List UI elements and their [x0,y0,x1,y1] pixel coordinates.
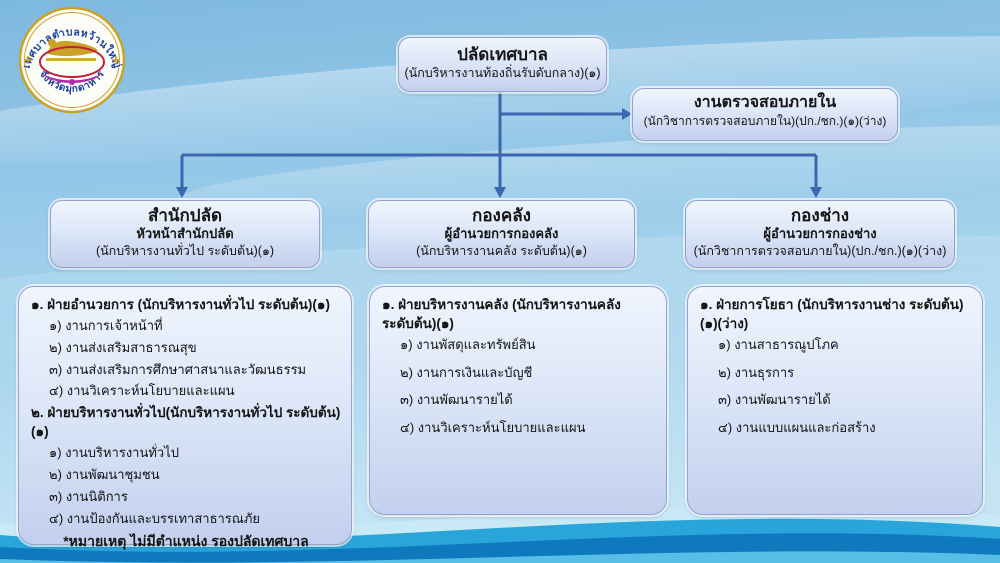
work-list: ๑) งานสาธารณูปโภค๒) งานธุรการ๓) งานพัฒนา… [700,336,972,438]
dept-node-office-of-clerk: สำนักปลัด หัวหน้าสำนักปลัด (นักบริหารงาน… [50,200,320,268]
node-position: (นักวิชาการตรวจสอบภายใน)(ปก./ชก.)(๑)(ว่า… [643,114,887,128]
node-position: (นักบริหารงานท้องถิ่นรับดับกลาง)(๑) [404,66,601,81]
work-list: ๑) งานการเจ้าหน้าที่๒) งานส่งเสริมสาธารณ… [31,317,341,404]
work-list-item: ๒) งานการเงินและบัญชี [400,364,533,380]
seal-red-ring [39,46,105,78]
dept-position: (นักบริหารงานคลัง ระดับต้น)(๑) [416,244,587,259]
work-list: ๑) งานบริหารงานทั่วไป๒) งานพัฒนาชุมชน๓) … [31,444,341,531]
section-heading: ๑. ฝ่ายบริหารงานคลัง (นักบริหารงานคลัง ร… [382,297,621,331]
work-list-item: ๔) งานวิเคราะห์นโยบายและแผน [49,383,235,399]
dept-title: สำนักปลัด [147,206,223,225]
dept-detail-finance-division: ๑. ฝ่ายบริหารงานคลัง (นักบริหารงานคลัง ร… [369,286,667,515]
work-list-item: ๑) งานการเจ้าหน้าที่ [49,317,163,333]
section-heading: ๑. ฝ่ายอำนวยการ (นักบริหารงานทั่วไป ระดั… [31,297,330,312]
work-list-item: ๔) งานป้องกันและบรรเทาสาธารณภัย [49,510,261,526]
internal-audit-node: งานตรวจสอบภายใน (นักวิชาการตรวจสอบภายใน)… [632,88,898,141]
work-list-item: ๓) งานพัฒนารายได้ [718,392,831,408]
dept-node-engineering-division: กองช่าง ผู้อำนวยการกองช่าง (นักวิชาการตร… [685,200,955,268]
dept-title: กองคลัง [472,206,531,225]
dept-head: หัวหน้าสำนักปลัด [136,226,234,242]
municipality-seal-logo: เทศบาลตำบลหว้านใหญ่ จังหวัดมุกดาหาร [18,6,126,114]
work-list-item: ๒) งานพัฒนาชุมชน [49,466,160,482]
seal-side-crosses [24,56,120,64]
work-list-item: ๑) งานสาธารณูปโภค [718,336,839,352]
footnote-no-deputy-clerk: *หมายเหตุ ไม่มีตำแหน่ง รองปลัดเทศบาล [63,533,309,550]
dept-head: ผู้อำนวยการกองคลัง [444,226,559,242]
seal-magenta-ornament [42,74,102,85]
reclining-buddha-icon [46,39,98,61]
work-list-item: ๓) งานส่งเสริมการศึกษาศาสนาและวัฒนธรรม [49,361,307,377]
work-list-item: ๑) งานบริหารงานทั่วไป [49,445,180,461]
work-list-item: ๓) งานพัฒนารายได้ [400,392,513,408]
work-list-item: ๓) งานนิติการ [49,488,128,504]
root-node-municipal-clerk: ปลัดเทศบาล (นักบริหารงานท้องถิ่นรับดับกล… [398,37,607,92]
node-title: ปลัดเทศบาล [457,45,548,64]
dept-detail-engineering-division: ๑. ฝ่ายการโยธา (นักบริหารงานช่าง ระดับต้… [687,286,983,515]
dept-position: (นักบริหารงานทั่วไป ระดับต้น)(๑) [95,244,275,259]
work-list-item: ๔) งานวิเคราะห์นโยบายและแผน [400,420,586,436]
node-title: งานตรวจสอบภายใน [693,94,837,111]
section-heading: ๑. ฝ่ายการโยธา (นักบริหารงานช่าง ระดับต้… [700,297,964,331]
work-list-item: ๒) งานส่งเสริมสาธารณสุข [49,339,197,355]
dept-detail-office-of-clerk: ๑. ฝ่ายอำนวยการ (นักบริหารงานทั่วไป ระดั… [18,286,352,549]
dept-node-finance-division: กองคลัง ผู้อำนวยการกองคลัง (นักบริหารงาน… [368,200,635,268]
section-heading: ๒. ฝ่ายบริหารงานทั่วไป(นักบริหารงานทั่วไ… [31,405,341,440]
work-list: ๑) งานพัสดุและทรัพย์สิน๒) งานการเงินและบ… [382,336,656,438]
work-list-item: ๒) งานธุรการ [718,364,795,380]
dept-title: กองช่าง [790,206,850,225]
work-list-item: ๔) งานแบบแผนและก่อสร้าง [718,420,876,436]
work-list-item: ๑) งานพัสดุและทรัพย์สิน [400,336,536,352]
dept-head: ผู้อำนวยการกองช่าง [763,226,877,242]
dept-position: (นักวิชาการตรวจสอบภายใน)(ปก./ชก.)(๑)(ว่า… [693,244,947,259]
bottom-waves-decoration [0,507,1000,563]
